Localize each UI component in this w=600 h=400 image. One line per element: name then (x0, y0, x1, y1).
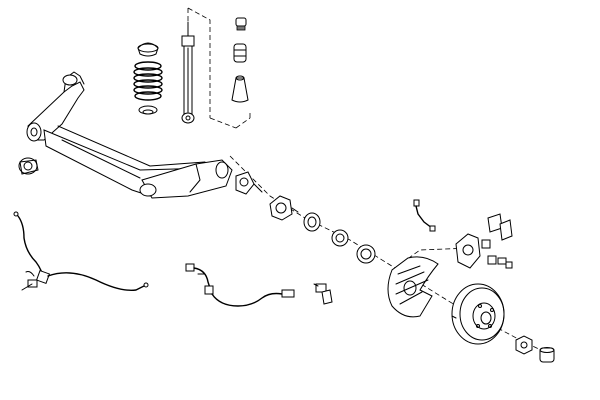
wheel-bearing (331, 229, 349, 247)
rear-axle-beam (26, 71, 233, 199)
shock-absorber (181, 21, 195, 124)
wheel-hub (269, 195, 299, 221)
abs-sensor-cable-center (185, 263, 295, 307)
dust-cap (539, 347, 555, 363)
coil-spring (133, 61, 163, 101)
brake-caliper (455, 233, 497, 269)
abs-sensor (313, 283, 333, 305)
axle-bushing (18, 157, 39, 175)
brake-pads (487, 213, 513, 269)
wheel-bearing-outer (356, 244, 376, 264)
dust-cover (231, 75, 249, 103)
abs-sensor-cable-left (13, 211, 149, 291)
bearing-ring (303, 212, 321, 232)
splash-shield (387, 256, 439, 318)
spring-seat-bottom (138, 105, 158, 115)
hub-nut (515, 335, 533, 355)
spring-seat-top (137, 42, 159, 57)
brake-disc (451, 283, 505, 345)
brake-hose (413, 199, 436, 232)
assembly-guide-lines (187, 7, 546, 353)
shock-top-mount (235, 17, 247, 31)
bump-stop (233, 43, 247, 63)
wheel-bearing-flange (235, 171, 263, 195)
